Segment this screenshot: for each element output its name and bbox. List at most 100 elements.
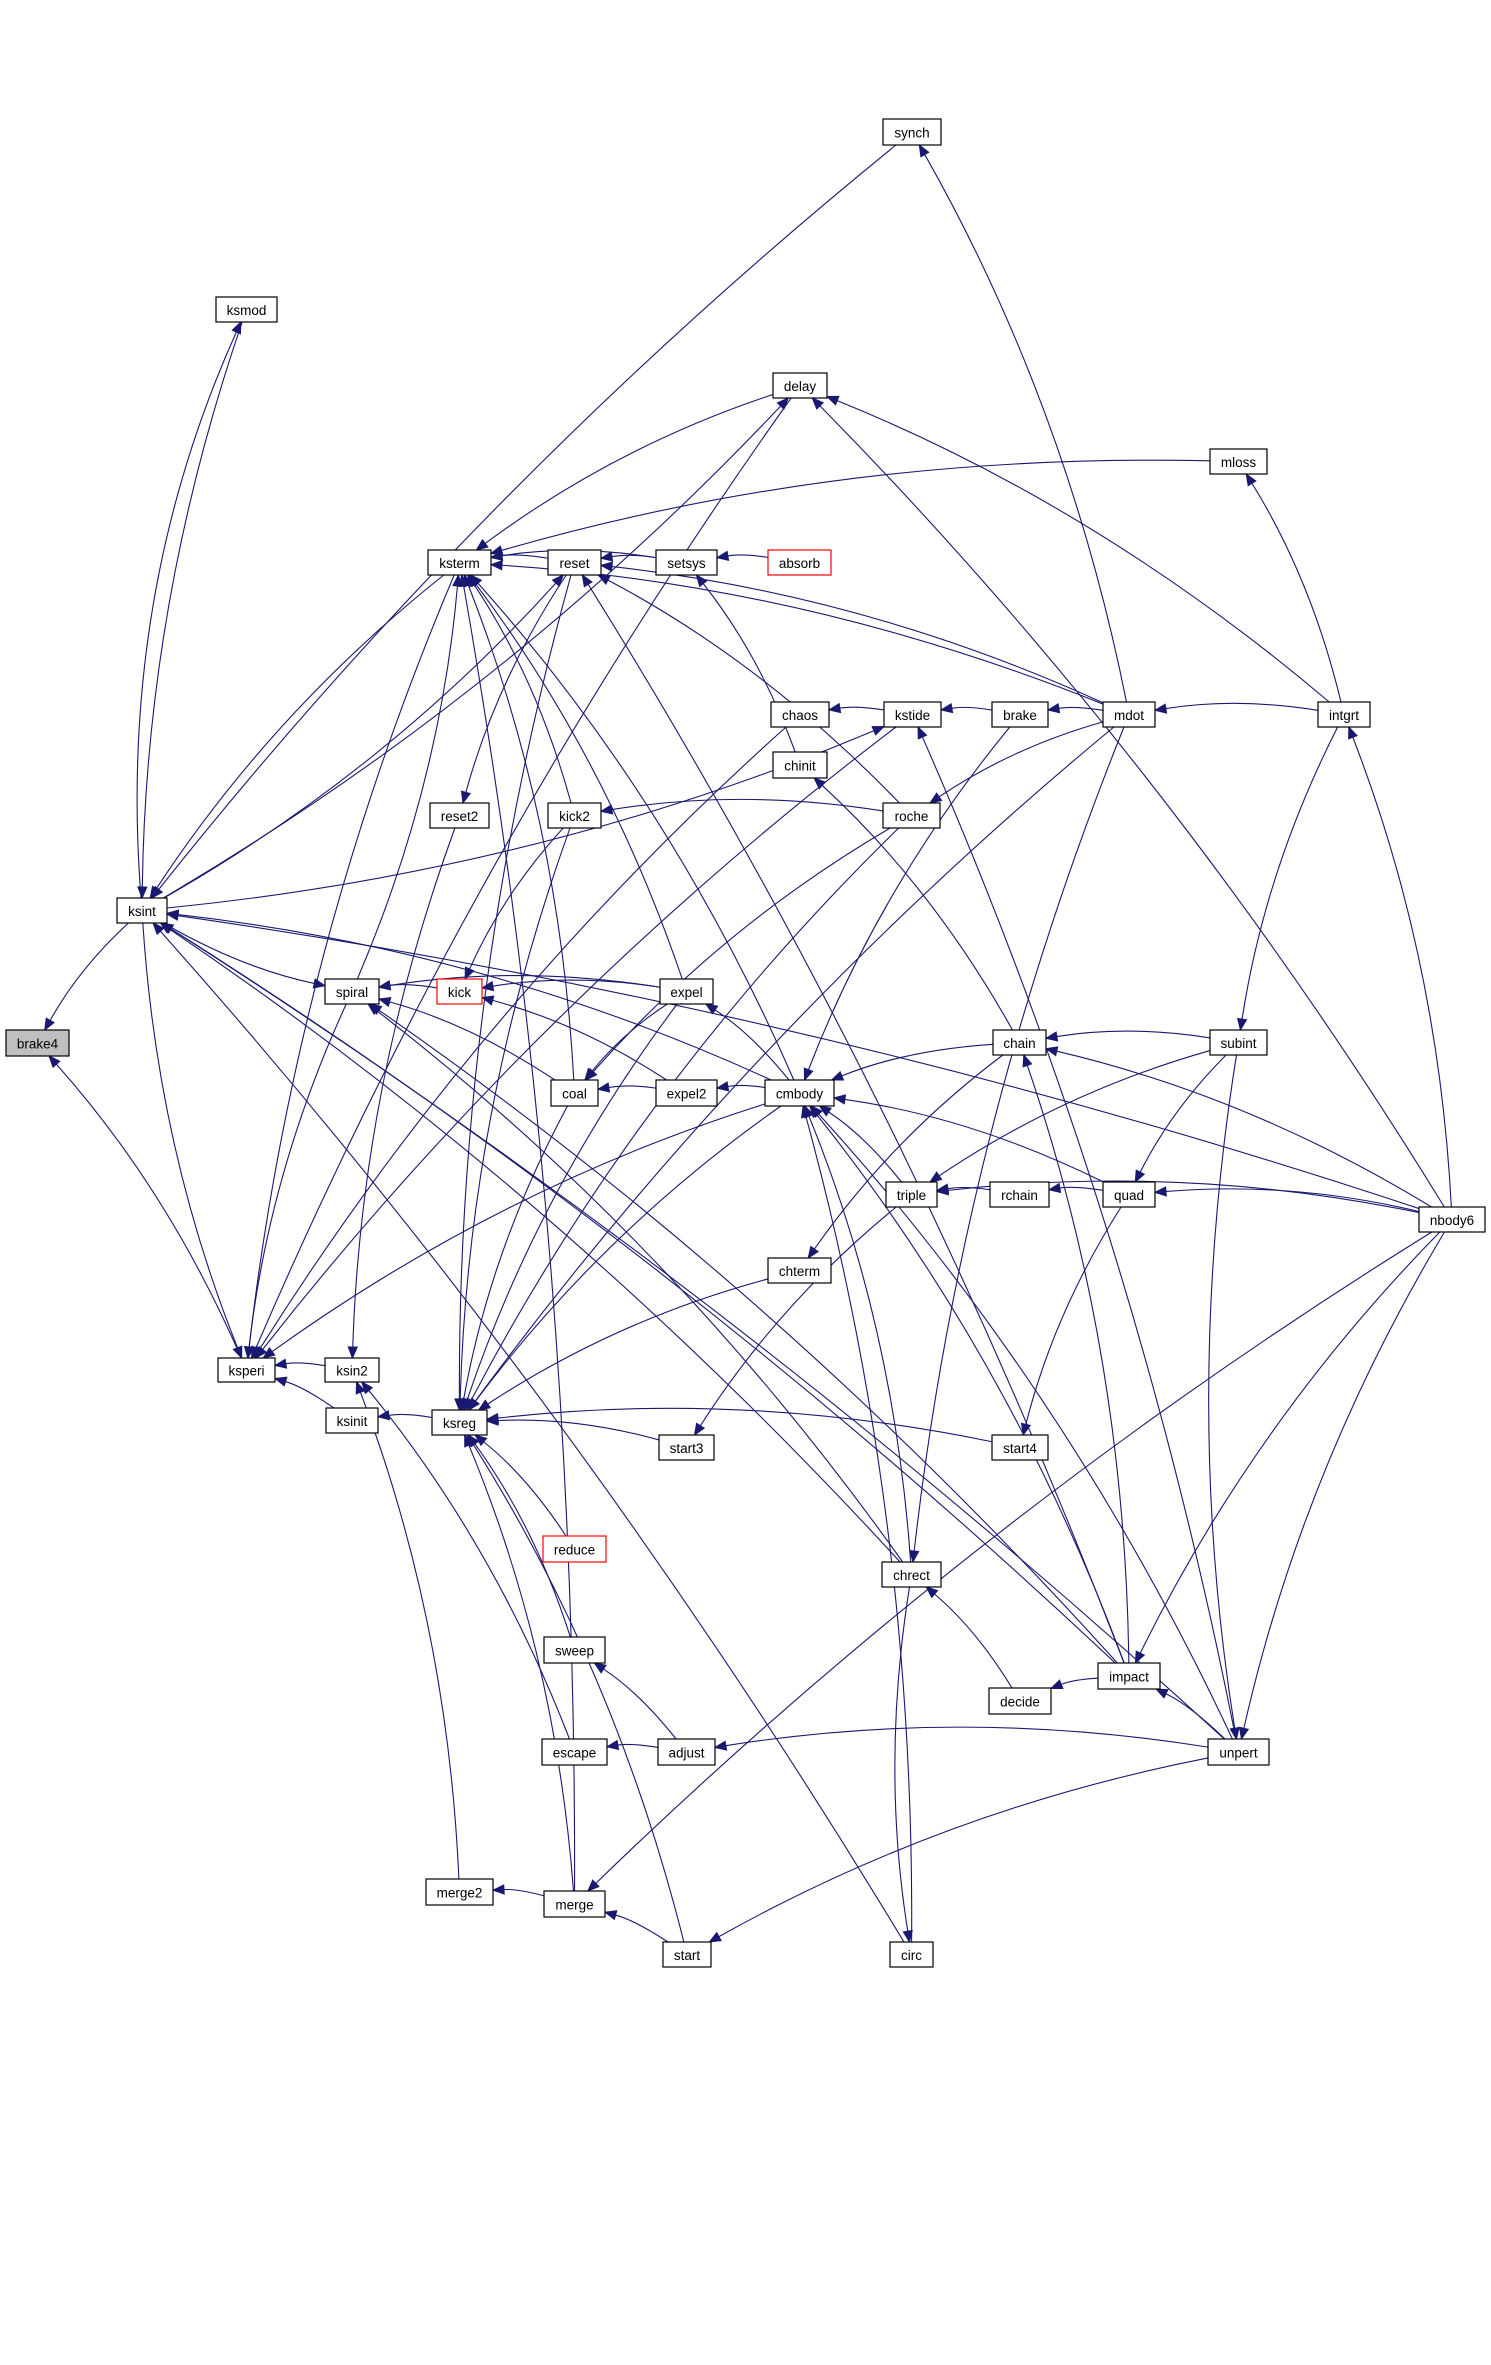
edge-line: [472, 1444, 685, 1943]
node-mloss[interactable]: mloss: [1209, 448, 1268, 475]
node-adjust[interactable]: adjust: [657, 1738, 716, 1766]
node-start4[interactable]: start4: [991, 1434, 1049, 1461]
arrowhead-icon: [1044, 1031, 1059, 1042]
node-kstide[interactable]: kstide: [883, 701, 942, 728]
node-decide[interactable]: decide: [988, 1687, 1052, 1715]
node-start3[interactable]: start3: [658, 1434, 715, 1461]
edge-mloss-to-ksterm: [489, 459, 1211, 556]
edge-merge2-to-ksin2: [355, 1380, 460, 1880]
node-label: setsys: [667, 556, 706, 571]
node-setsys[interactable]: setsys: [655, 549, 718, 576]
arrowhead-icon: [708, 1931, 722, 1943]
node-impact[interactable]: impact: [1097, 1662, 1161, 1690]
node-chterm[interactable]: chterm: [767, 1257, 832, 1284]
node-absorb[interactable]: absorb: [767, 549, 832, 576]
arrowhead-icon: [918, 143, 930, 158]
node-ksmod[interactable]: ksmod: [215, 296, 278, 323]
edge-ksint-to-delay: [162, 397, 790, 899]
node-ksint[interactable]: ksint: [116, 897, 168, 924]
node-cmbody[interactable]: cmbody: [764, 1079, 835, 1107]
node-box: [767, 549, 832, 576]
arrowhead-icon: [165, 909, 180, 920]
arrowhead-icon: [925, 1586, 939, 1599]
node-label: brake4: [17, 1037, 59, 1052]
node-nbody6[interactable]: nbody6: [1418, 1206, 1486, 1233]
node-label: chrect: [893, 1568, 930, 1583]
node-brake[interactable]: brake: [991, 701, 1049, 728]
node-unpert[interactable]: unpert: [1207, 1738, 1270, 1766]
edge-unpert-to-kstide: [917, 725, 1237, 1740]
node-synch[interactable]: synch: [882, 118, 942, 146]
node-box: [770, 701, 830, 728]
arrowhead-icon: [491, 1884, 505, 1895]
node-ksin2[interactable]: ksin2: [324, 1357, 380, 1383]
edge-line: [285, 1362, 326, 1367]
node-kick2[interactable]: kick2: [547, 802, 602, 829]
edge-line: [141, 321, 243, 888]
node-expel2[interactable]: expel2: [655, 1079, 718, 1107]
arrowhead-icon: [715, 550, 730, 561]
edge-chrect-to-cmbody: [804, 1104, 912, 1563]
node-label: reduce: [554, 1543, 595, 1558]
node-reset2[interactable]: reset2: [429, 802, 490, 829]
node-expel[interactable]: expel: [659, 978, 714, 1005]
node-chinit[interactable]: chinit: [772, 751, 828, 779]
arrowhead-icon: [469, 574, 483, 588]
edge-line: [466, 1003, 678, 1400]
node-box: [658, 1434, 715, 1461]
arrowhead-icon: [48, 1055, 61, 1069]
arrowhead-icon: [917, 725, 928, 740]
node-ksterm[interactable]: ksterm: [427, 549, 492, 576]
node-label: ksmod: [227, 303, 267, 318]
node-delay[interactable]: delay: [772, 372, 828, 399]
arrowhead-icon: [585, 1067, 598, 1081]
edge-intgrt-to-mdot: [1153, 702, 1319, 714]
node-merge[interactable]: merge: [543, 1890, 606, 1918]
node-start[interactable]: start: [662, 1941, 712, 1968]
node-ksperi[interactable]: ksperi: [217, 1357, 276, 1383]
node-box: [436, 978, 483, 1005]
arrowhead-icon: [44, 1017, 55, 1032]
edge-reset-to-reset2: [460, 574, 567, 805]
node-chrect[interactable]: chrect: [881, 1561, 942, 1588]
node-label: coal: [562, 1087, 587, 1102]
node-rchain[interactable]: rchain: [989, 1181, 1050, 1208]
edge-line: [487, 1278, 769, 1405]
edge-line: [947, 1186, 991, 1191]
node-sweep[interactable]: sweep: [543, 1636, 606, 1664]
node-kick[interactable]: kick: [436, 978, 483, 1005]
node-box: [1097, 1662, 1161, 1690]
edge-chrect-to-circ: [894, 1586, 913, 1944]
node-brake4[interactable]: brake4: [5, 1029, 70, 1057]
node-quad[interactable]: quad: [1102, 1181, 1156, 1208]
node-roche[interactable]: roche: [882, 802, 941, 829]
node-reset[interactable]: reset: [547, 549, 602, 576]
node-label: chain: [1003, 1036, 1035, 1051]
node-intgrt[interactable]: intgrt: [1317, 701, 1371, 728]
node-coal[interactable]: coal: [550, 1079, 599, 1107]
node-escape[interactable]: escape: [541, 1738, 608, 1766]
edge-subint-to-unpert: [1208, 1054, 1240, 1741]
edge-expel-to-coal: [584, 1003, 668, 1082]
node-reduce[interactable]: reduce: [542, 1535, 607, 1563]
edge-reset-to-ksreg: [454, 574, 572, 1412]
node-chain[interactable]: chain: [992, 1029, 1047, 1056]
node-chaos[interactable]: chaos: [770, 701, 830, 728]
node-triple[interactable]: triple: [885, 1181, 938, 1208]
edge-ksperi-to-brake4: [48, 1055, 242, 1359]
node-box: [882, 802, 941, 829]
node-spiral[interactable]: spiral: [324, 978, 380, 1005]
arrowhead-icon: [466, 1433, 478, 1448]
node-merge2[interactable]: merge2: [425, 1878, 494, 1906]
edge-line: [1165, 702, 1319, 711]
edge-line: [841, 1043, 994, 1077]
node-ksreg[interactable]: ksreg: [431, 1409, 488, 1436]
edge-chain-to-cmbody: [830, 1043, 994, 1081]
node-mdot[interactable]: mdot: [1102, 701, 1156, 728]
edge-impact-to-spiral: [368, 1003, 1118, 1664]
node-circ[interactable]: circ: [889, 1941, 934, 1968]
arrowhead-icon: [599, 551, 614, 562]
node-ksinit[interactable]: ksinit: [325, 1407, 379, 1434]
node-subint[interactable]: subint: [1209, 1029, 1268, 1056]
edge-line: [470, 827, 900, 1401]
